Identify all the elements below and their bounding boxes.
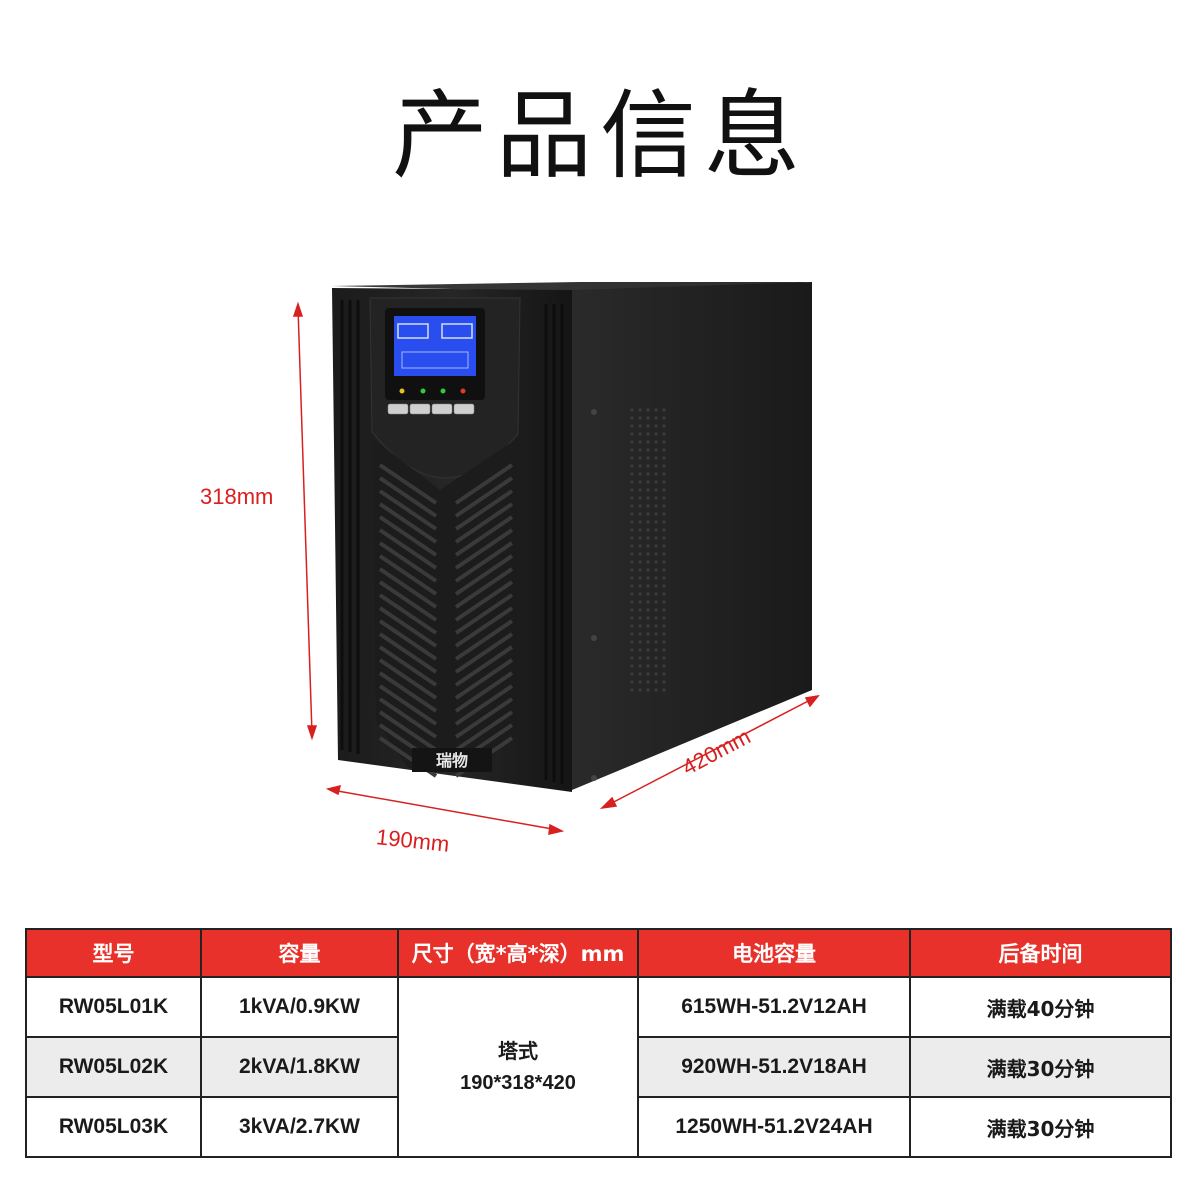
ups-illustration: 瑞物: [292, 282, 820, 835]
led-green-2: [440, 388, 446, 394]
table-header-row: 型号 容量 尺寸（宽*高*深）mm 电池容量 后备时间: [25, 928, 1172, 978]
cell-backup: 满载30分钟: [909, 1036, 1172, 1098]
cell-size-value: 190*318*420: [460, 1072, 576, 1094]
dimension-arrows: [292, 301, 820, 835]
header-model: 型号: [25, 928, 202, 978]
cell-capacity: 1kVA/0.9KW: [200, 976, 399, 1038]
front-grille: [372, 438, 518, 768]
led-red: [460, 388, 466, 394]
cell-battery: 1250WH-51.2V24AH: [637, 1096, 911, 1158]
cell-model: RW05L01K: [25, 976, 202, 1038]
led-yellow: [399, 388, 405, 394]
front-left-vent: [340, 300, 360, 754]
panel-buttons: [387, 403, 475, 415]
led-green: [420, 388, 426, 394]
table-row: RW05L03K 3kVA/2.7KW 1250WH-51.2V24AH 满载3…: [25, 1096, 1172, 1158]
lcd-screen: [394, 316, 476, 376]
brand-logo: 瑞物: [436, 751, 468, 770]
spec-table: 型号 容量 尺寸（宽*高*深）mm 电池容量 后备时间 RW05L01K 1kV…: [25, 928, 1172, 1158]
header-battery: 电池容量: [637, 928, 911, 978]
grille-slats: [378, 463, 514, 778]
cell-size-type: 塔式: [498, 1039, 538, 1063]
brand-plate: [412, 748, 492, 772]
table-row: RW05L01K 1kVA/0.9KW 塔式 190*318*420 615WH…: [25, 976, 1172, 1158]
header-capacity: 容量: [200, 928, 399, 978]
front-right-vent: [544, 304, 564, 784]
cell-model: RW05L02K: [25, 1036, 202, 1098]
side-vent-dots: [630, 408, 666, 692]
product-image: 瑞物: [180, 260, 840, 860]
cell-size-merged: 塔式 190*318*420: [397, 976, 639, 1158]
cell-backup: 满载30分钟: [909, 1096, 1172, 1158]
cell-model: RW05L03K: [25, 1096, 202, 1158]
header-backup-time: 后备时间: [909, 928, 1172, 978]
cell-battery: 920WH-51.2V18AH: [637, 1036, 911, 1098]
page-title: 产品信息: [392, 80, 808, 192]
cell-capacity: 2kVA/1.8KW: [200, 1036, 399, 1098]
height-dimension-label: 318mm: [200, 484, 274, 509]
cell-battery: 615WH-51.2V12AH: [637, 976, 911, 1038]
cell-backup: 满载40分钟: [909, 976, 1172, 1038]
header-size: 尺寸（宽*高*深）mm: [397, 928, 639, 978]
ups-side-panel: [572, 282, 812, 790]
cell-capacity: 3kVA/2.7KW: [200, 1096, 399, 1158]
table-row: RW05L02K 2kVA/1.8KW 920WH-51.2V18AH 满载30…: [25, 1036, 1172, 1098]
